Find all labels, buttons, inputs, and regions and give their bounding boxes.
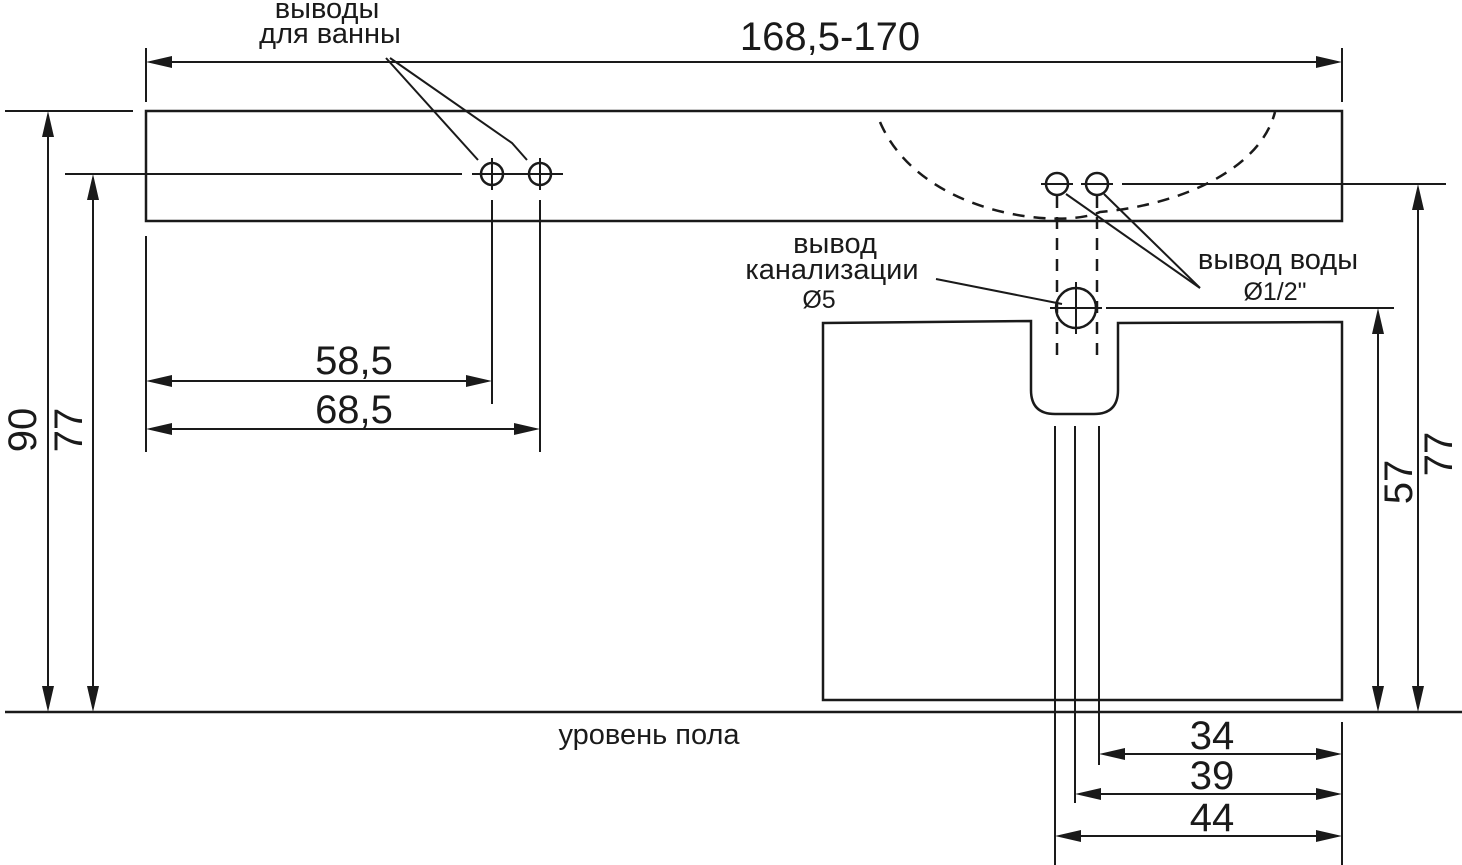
arrow-head — [1316, 788, 1342, 800]
arrow-head — [1316, 830, 1342, 842]
arrow-head — [87, 686, 99, 712]
arrow-head — [42, 111, 54, 137]
arrow-head — [1412, 686, 1424, 712]
arrow-head — [1316, 748, 1342, 760]
sewer-diameter: Ø5 — [802, 286, 835, 314]
dim-68-label: 68,5 — [315, 388, 393, 432]
floor-level-label: уровень пола — [558, 719, 740, 751]
arrow-head — [1055, 830, 1081, 842]
dim-58-label: 58,5 — [315, 339, 393, 383]
sewer-leader — [935, 278, 1063, 305]
dim-77-right-label: 77 — [1417, 432, 1461, 477]
bath-outlet-leader-2 — [389, 57, 528, 161]
water-outlet-diameter: Ø1/2" — [1243, 278, 1306, 306]
bath-outlets-label-line2: для ванны — [259, 18, 401, 50]
arrow-head — [146, 56, 172, 68]
total-width-label: 168,5-170 — [740, 15, 920, 59]
arrow-head — [87, 174, 99, 200]
bath-outlets-label-line1: выводы — [275, 0, 380, 25]
dim-77-left-label: 77 — [47, 408, 91, 453]
water-outlet-label: вывод воды — [1198, 244, 1358, 276]
arrow-head — [1372, 308, 1384, 334]
bath-outlet-leader-1 — [385, 57, 479, 161]
sewer-label-line1: вывод — [793, 228, 877, 260]
countertop-outline — [144, 109, 1344, 223]
arrow-head — [1075, 788, 1101, 800]
dim-39-label: 39 — [1190, 754, 1235, 798]
arrow-head — [514, 423, 540, 435]
dim-34-label: 34 — [1190, 714, 1235, 758]
arrow-head — [146, 375, 172, 387]
dim-90-label: 90 — [1, 408, 45, 453]
dim-44-label: 44 — [1190, 796, 1235, 840]
arrow-head — [1099, 748, 1125, 760]
arrow-head — [466, 375, 492, 387]
basin-dashed-outline — [878, 111, 1277, 220]
dim-57-label: 57 — [1377, 460, 1421, 505]
arrow-head — [146, 423, 172, 435]
water-leader-1 — [1065, 193, 1201, 289]
sewer-label-line2: канализации — [745, 254, 918, 286]
arrow-head — [1372, 686, 1384, 712]
arrow-head — [42, 686, 54, 712]
water-leader-2 — [1103, 193, 1201, 289]
cabinet-outline — [821, 319, 1344, 702]
arrow-head — [1412, 184, 1424, 210]
arrow-head — [1316, 56, 1342, 68]
